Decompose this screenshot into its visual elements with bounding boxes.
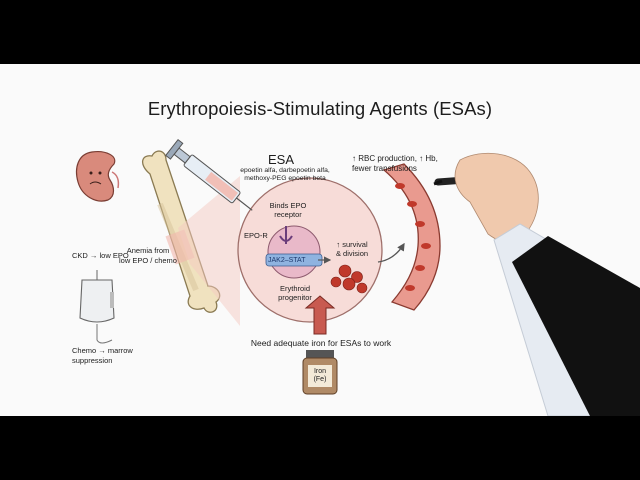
iv-bag-icon (79, 270, 115, 344)
zoom-wedge (178, 176, 240, 326)
syringe-icon (165, 138, 253, 211)
epo-receptor-label: EPO-R (244, 231, 268, 240)
rbc-cluster (330, 264, 368, 294)
outcome-label: fewer transfusions (352, 164, 417, 173)
whiteboard: Erythropoiesis-Stimulating Agents (ESAs)… (0, 64, 640, 416)
esa-label: ESA (268, 152, 295, 167)
ckd-label: CKD → low EPO (72, 251, 129, 260)
outcome-label: ↑ RBC production, ↑ Hb, (352, 154, 438, 163)
iron-arrow (304, 295, 336, 335)
letterbox-bottom (0, 416, 640, 480)
jak-stat-label: JAK2–STAT (268, 257, 306, 264)
chemo-label: Chemo → marrow (72, 346, 133, 355)
kidney-icon (75, 151, 120, 202)
erythroid-progenitor (267, 225, 321, 279)
iron-bottle-icon (302, 350, 338, 395)
progenitor-label: Erythroid (279, 284, 310, 293)
survival-label: & division (335, 249, 369, 258)
diagram-title: Erythropoiesis-Stimulating Agents (ESAs) (147, 98, 493, 119)
iron-bottle-label: Iron (313, 368, 327, 375)
diagram-art (75, 138, 640, 416)
blood-vessel-icon (382, 163, 441, 311)
chemo-label: suppression (72, 356, 113, 365)
epo-receptor-icon (279, 226, 293, 244)
anemia-label: Anemia from (126, 246, 170, 255)
iron-bottle-label: (Fe) (313, 376, 327, 383)
to-vessel-arrow (377, 242, 405, 263)
anemia-label: low EPO / chemo (119, 256, 177, 265)
progenitor-label: progenitor (278, 293, 312, 302)
esa-drugs-line: methoxy-PEG epoetin beta (244, 175, 326, 182)
binds-receptor-label: Binds EPO (269, 201, 307, 210)
iron-note: Need adequate iron for ESAs to work (250, 338, 392, 348)
esa-drugs-line: epoetin alfa, darbepoetin alfa, (240, 167, 330, 174)
hand-with-marker (433, 152, 640, 416)
letterbox-top (0, 0, 640, 64)
survival-label: ↑ survival (336, 240, 368, 249)
binds-receptor-label: receptor (274, 210, 302, 219)
